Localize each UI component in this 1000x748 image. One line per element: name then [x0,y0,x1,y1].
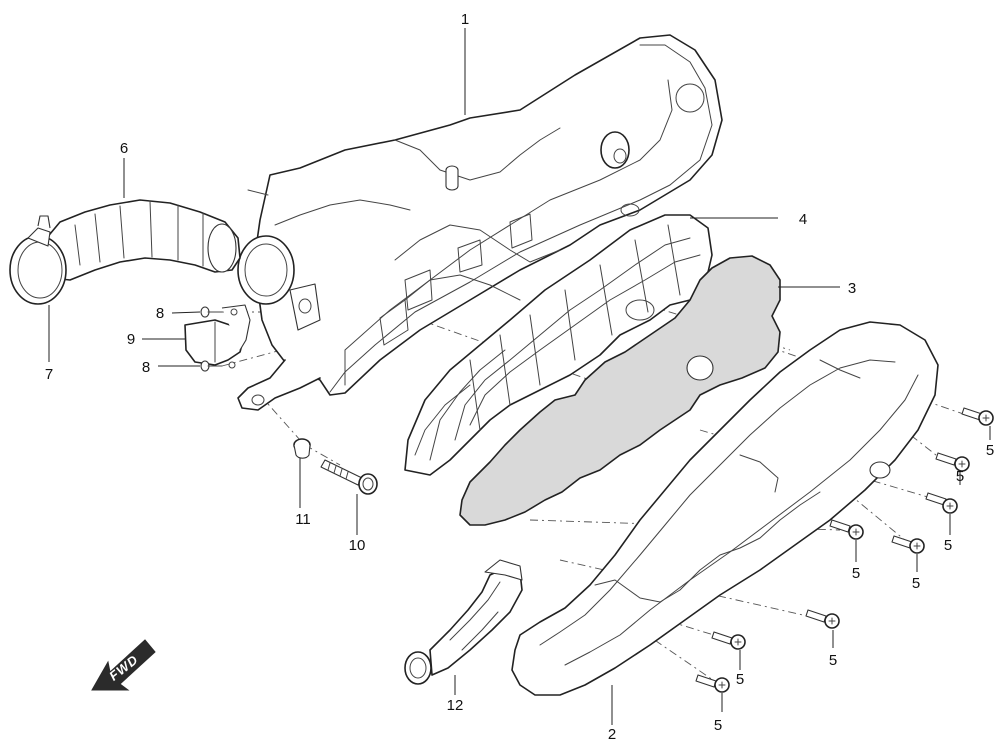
cover-screw-5-part [891,535,925,554]
cover-screw-1-part [961,407,994,426]
sensor-screw-lower-part [200,360,223,372]
callout-6: 6 [120,140,128,157]
collar-part [293,438,311,459]
callout-10: 10 [349,537,366,554]
callout-8-upper: 8 [156,305,164,322]
callout-5-a: 5 [986,442,994,459]
cover-screw-7-part [711,631,746,650]
filter-element-part [459,255,781,526]
callout-9: 9 [127,331,135,348]
callout-5-b: 5 [956,468,964,485]
callout-2: 2 [608,726,616,743]
cover-screw-6-part [805,609,840,629]
callout-5-f: 5 [829,652,837,669]
sensor-screw-upper-part [200,306,223,318]
fwd-arrow-icon [91,639,156,691]
air-cleaner-cover-part [511,321,939,696]
air-cleaner-case-part [237,34,723,411]
callout-3: 3 [848,280,856,297]
hose-clamp-part [9,215,67,305]
cover-screw-8-part [695,674,730,693]
inlet-duct-part [41,199,241,281]
cover-screw-3-part [925,492,958,514]
cover-screw-2-part [935,452,970,472]
cover-screw-4-part [829,519,864,540]
callout-5-g: 5 [736,671,744,688]
flange-bolt-part [320,459,378,495]
callout-5-c: 5 [944,537,952,554]
callout-8-lower: 8 [142,359,150,376]
callout-1: 1 [461,11,469,28]
filter-frame-grid [414,224,701,461]
callout-labels: 1 2 3 4 5 5 5 5 5 5 5 5 6 7 8 8 9 10 11 … [45,11,994,743]
fwd-direction-arrow: FWD [91,639,156,691]
callout-12: 12 [447,697,464,714]
callout-11: 11 [295,511,311,528]
callout-4: 4 [799,211,807,228]
sensor-part [184,304,251,369]
drain-tube-part [404,559,523,685]
callout-5-e: 5 [912,575,920,592]
callout-5-d: 5 [852,565,860,582]
callout-5-h: 5 [714,717,722,734]
callout-7: 7 [45,366,53,383]
leader-lines [48,28,991,725]
